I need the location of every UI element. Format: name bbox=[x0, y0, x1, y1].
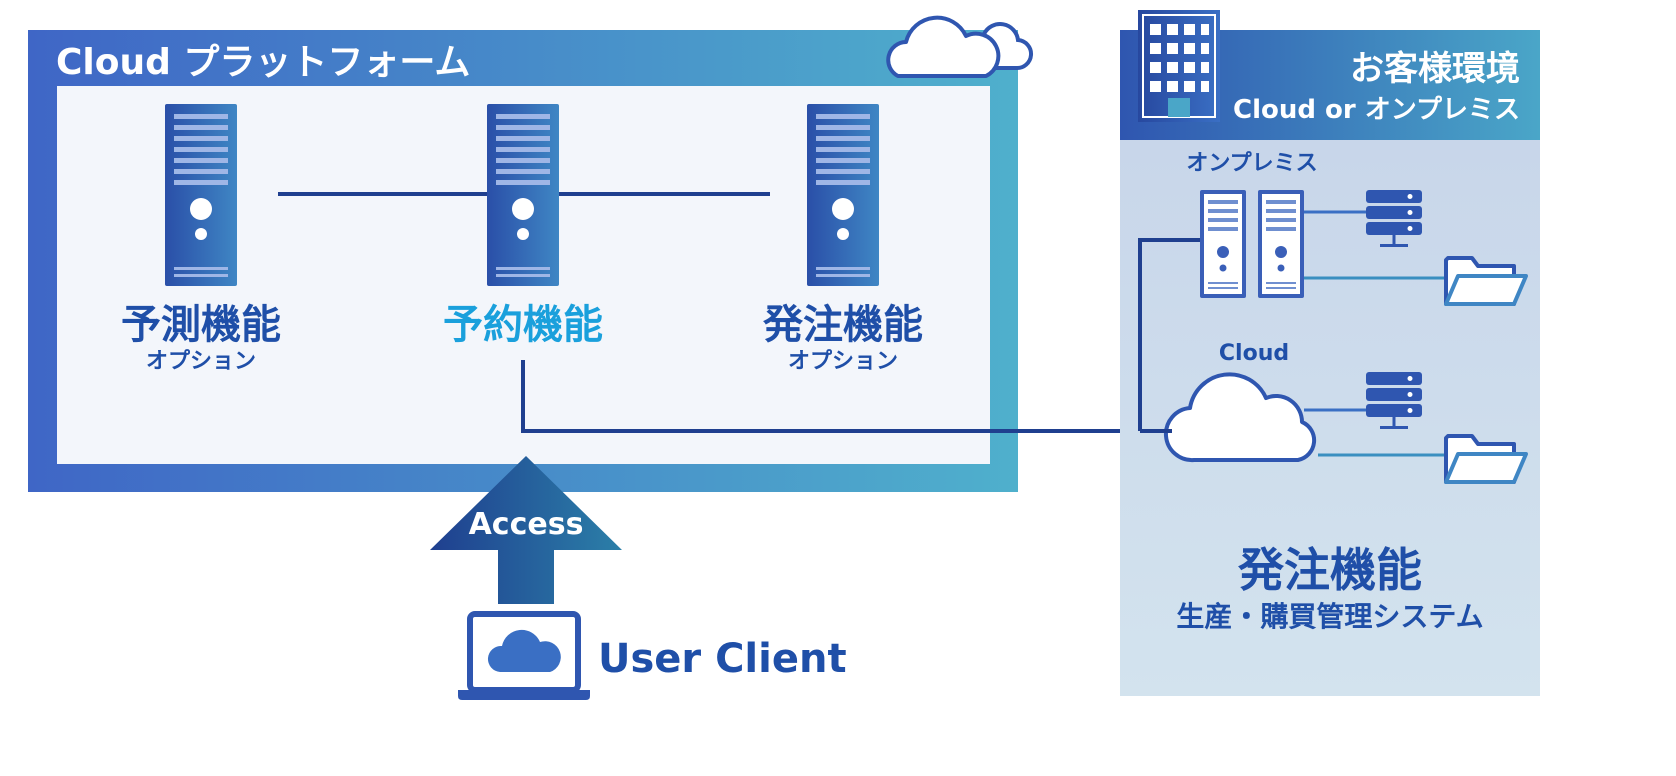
folder-icon bbox=[1444, 256, 1528, 306]
server-tower-icon bbox=[165, 104, 237, 286]
system-title: 発注機能 bbox=[1238, 543, 1422, 597]
server-tower-icon bbox=[807, 104, 879, 286]
module-sub-forecast: オプション bbox=[146, 349, 256, 374]
customer-subtitle: Cloud or オンプレミス bbox=[1233, 95, 1520, 125]
cloud-platform: Cloud プラットフォーム 予測機能 オプション 予約機能 発注機能 オプショ… bbox=[28, 15, 1034, 492]
customer-title: お客様環境 bbox=[1350, 49, 1520, 89]
onprem-label: オンプレミス bbox=[1186, 151, 1317, 176]
user-client-label: User Client bbox=[598, 636, 847, 682]
cloud-icon bbox=[886, 15, 1034, 78]
cloud-label: Cloud bbox=[1219, 341, 1289, 366]
customer-environment: お客様環境 Cloud or オンプレミス オンプレミス Cloud 発注機能 … bbox=[1120, 10, 1540, 696]
connection-line bbox=[521, 360, 1140, 433]
module-name-ordering: 発注機能 bbox=[763, 302, 923, 348]
building-icon bbox=[1138, 10, 1220, 122]
server-icon bbox=[1258, 190, 1304, 298]
platform-title: Cloud プラットフォーム bbox=[56, 42, 470, 83]
module-sub-ordering: オプション bbox=[788, 349, 898, 374]
module-name-forecast: 予測機能 bbox=[121, 302, 281, 348]
folder-icon bbox=[1444, 434, 1528, 484]
server-icon bbox=[1200, 190, 1246, 298]
server-tower-icon bbox=[487, 104, 559, 286]
module-name-reservation: 予約機能 bbox=[443, 302, 603, 348]
onprem-link-line bbox=[1138, 238, 1200, 431]
access-label: Access bbox=[469, 507, 584, 542]
system-subtitle: 生産・購買管理システム bbox=[1176, 600, 1483, 633]
laptop-icon bbox=[458, 611, 590, 700]
up-arrow-icon: Access bbox=[430, 456, 622, 604]
